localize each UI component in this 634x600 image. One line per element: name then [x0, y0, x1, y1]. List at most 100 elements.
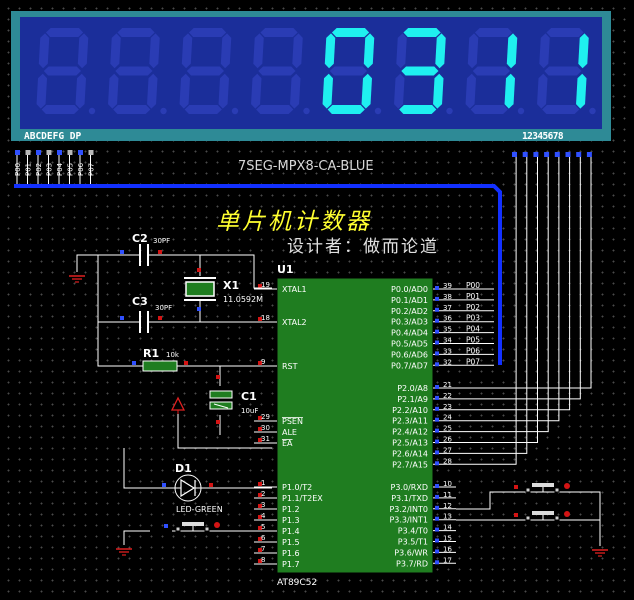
ground-icon: [592, 549, 608, 557]
segment: [110, 33, 121, 69]
capacitor-c3[interactable]: C3 30PF: [120, 295, 172, 333]
mcu-pin-number: 37: [443, 304, 452, 312]
display-pin-label: P07: [88, 163, 96, 176]
x1-value: 11.0592M: [223, 295, 263, 304]
push-buttons: [164, 483, 570, 532]
mcu-pin-number: 10: [443, 480, 452, 488]
mcu-pin-name: P0.5/AD5: [391, 340, 428, 349]
capacitor-c2[interactable]: C2 30PF: [120, 232, 170, 266]
data-bus: [14, 184, 502, 365]
led-d1[interactable]: D1 LED-GREEN: [162, 462, 223, 514]
segment: [115, 66, 153, 76]
resistor-r1[interactable]: R1 10k: [132, 347, 188, 372]
display-pin[interactable]: P01: [25, 150, 33, 186]
mcu-pin-number: 33: [443, 347, 452, 355]
display-pin[interactable]: P03: [46, 150, 54, 186]
segment: [474, 28, 513, 37]
digit-pin[interactable]: [554, 152, 560, 157]
display-digit: [537, 28, 596, 115]
segment: [45, 28, 84, 37]
segment: [399, 105, 437, 114]
mcu-pin-name: P3.7/RD: [396, 559, 428, 568]
segment: [546, 28, 584, 37]
display-pin[interactable]: P04: [56, 150, 64, 186]
net-label: P05: [466, 336, 480, 345]
push-button[interactable]: [514, 483, 570, 493]
mcu-pin-number: 28: [443, 457, 452, 465]
decimal-point: [160, 107, 167, 115]
display-pin[interactable]: P06: [77, 150, 85, 186]
segment: [472, 66, 510, 76]
c1-value: 10uF: [241, 407, 258, 415]
push-button[interactable]: [514, 511, 570, 521]
segment: [292, 33, 303, 69]
mcu-pin-number: 32: [443, 358, 452, 366]
segment: [41, 105, 79, 114]
display-pin-label: P05: [67, 163, 75, 176]
display-pin[interactable]: P02: [35, 150, 43, 186]
mcu-pin[interactable]: 17 P3.7/RD: [396, 556, 456, 568]
digit-pin[interactable]: [576, 152, 582, 157]
segment: [331, 28, 370, 37]
mcu-pin-name: ALE: [282, 428, 297, 437]
push-button[interactable]: [164, 522, 220, 532]
digit-pin[interactable]: [512, 152, 517, 157]
ground-icon: [69, 275, 85, 283]
digit-pin[interactable]: [586, 152, 592, 157]
capacitor-c1[interactable]: C1 10uF: [209, 375, 258, 424]
power-arrow-icon: [170, 396, 186, 414]
digit-pin[interactable]: [565, 152, 571, 157]
segment: [465, 73, 476, 109]
display-pin-label: P02: [35, 163, 43, 176]
digit-pin[interactable]: [544, 152, 550, 157]
digit-pin[interactable]: [533, 152, 539, 157]
display-pin[interactable]: P05: [67, 150, 75, 186]
segment: [361, 73, 372, 109]
d1-ref: D1: [175, 462, 192, 475]
mcu-pin-number: 17: [443, 556, 452, 564]
display-pin[interactable]: P07: [88, 150, 96, 186]
net-label: P07: [466, 357, 480, 366]
display-pin[interactable]: P00: [14, 150, 22, 186]
digit-pin[interactable]: [522, 152, 528, 157]
seven-segment-display[interactable]: ABCDEFG DP 12345678: [11, 11, 611, 142]
segment: [576, 73, 587, 109]
crystal-x1[interactable]: X1 11.0592M: [184, 268, 263, 311]
